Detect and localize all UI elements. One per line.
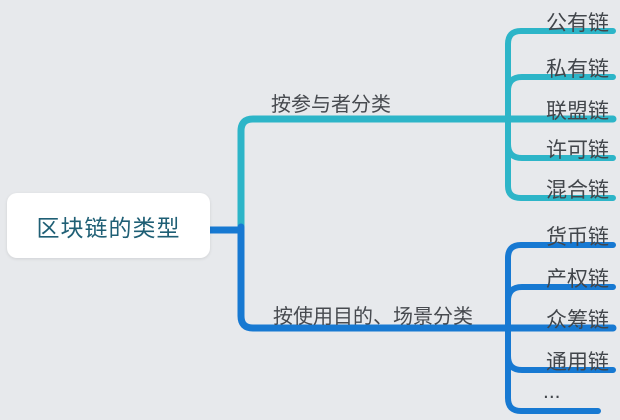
teal-leaf2-line (505, 74, 616, 94)
leaf-ellipsis[interactable]: ... (543, 380, 561, 403)
leaf-general-chain[interactable]: 通用链 (546, 351, 609, 374)
leaf-private-chain[interactable]: 私有链 (546, 58, 609, 81)
leaf-currency-chain[interactable]: 货币链 (546, 226, 609, 249)
blue-leaf4-line (505, 353, 616, 373)
branch-by-purpose[interactable]: 按使用目的、场景分类 (273, 306, 473, 328)
leaf-public-chain[interactable]: 公有链 (546, 12, 609, 35)
leaf-consortium-chain[interactable]: 联盟链 (546, 100, 609, 123)
branch-by-participants[interactable]: 按参与者分类 (271, 94, 391, 116)
blue-leaf2-line (505, 284, 616, 304)
leaf-property-chain[interactable]: 产权链 (546, 268, 609, 291)
teal-branch-line (237, 115, 617, 237)
teal-leaf4-line (505, 141, 616, 161)
leaf-crowdfunding-chain[interactable]: 众筹链 (546, 309, 609, 332)
root-topic-label: 区块链的类型 (36, 214, 181, 241)
leaf-hybrid-chain[interactable]: 混合链 (546, 179, 609, 202)
root-topic[interactable]: 区块链的类型 (7, 193, 210, 258)
leaf-permissioned-chain[interactable]: 许可链 (546, 139, 609, 162)
blue-branch-line (237, 223, 617, 332)
teal-trunk-line (505, 28, 616, 201)
blue-trunk-line (505, 242, 616, 414)
